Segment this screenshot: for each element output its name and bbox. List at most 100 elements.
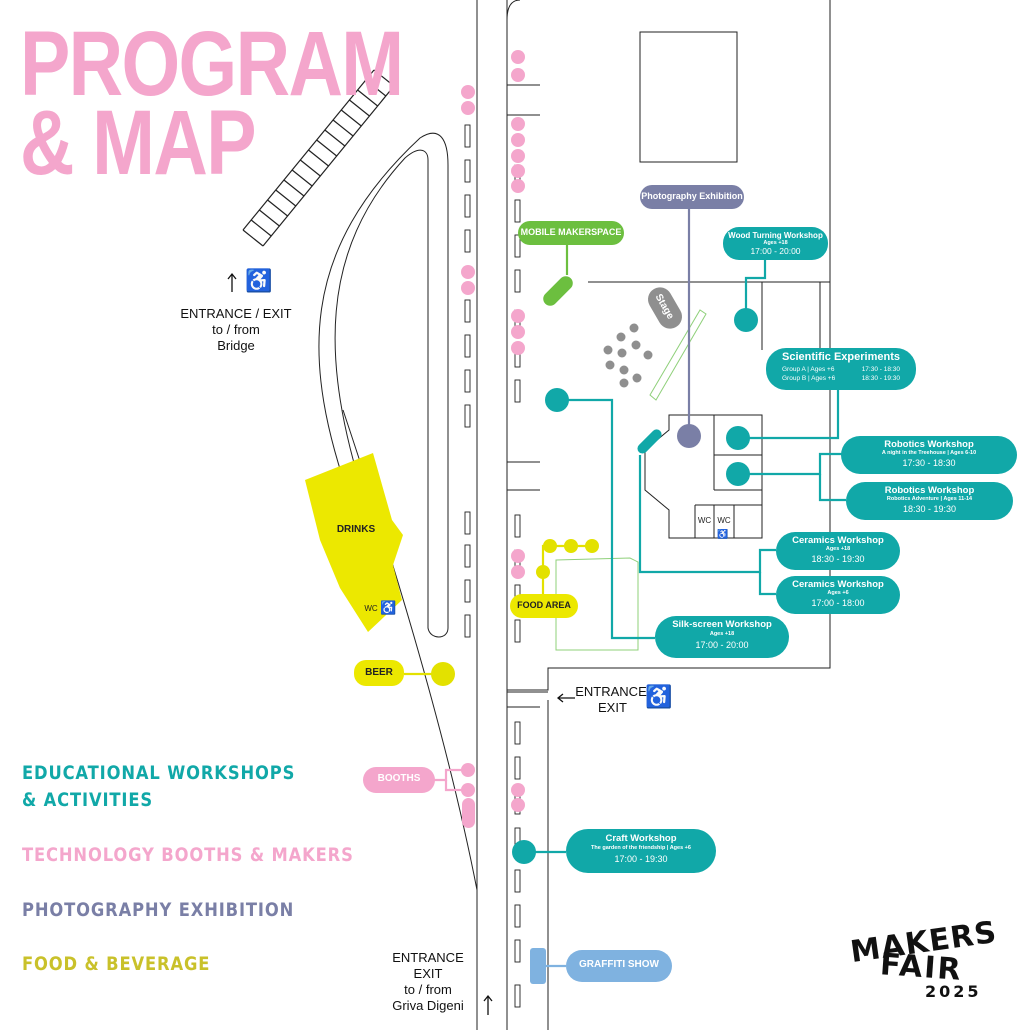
parking-slot bbox=[464, 229, 471, 253]
stair-rung bbox=[316, 139, 338, 157]
compound-outline bbox=[506, 0, 831, 1030]
booth-dot bbox=[511, 549, 525, 563]
entrance-side-line1: ENTRANCE bbox=[575, 684, 647, 699]
parking-slot bbox=[514, 721, 521, 745]
accessibility-icon: ♿ bbox=[245, 268, 273, 293]
bridge-stairs bbox=[242, 69, 395, 247]
parking-slot bbox=[464, 124, 471, 148]
parking-slot bbox=[514, 869, 521, 893]
stage-seat-dot bbox=[617, 348, 627, 358]
stage-seat-dot bbox=[631, 340, 641, 350]
entrance-bridge-line1: ENTRANCE / EXIT bbox=[180, 306, 292, 321]
entrance-bridge-line3: Bridge bbox=[217, 338, 255, 353]
booth-bar bbox=[462, 798, 475, 828]
entrance-griva-line3: to / from bbox=[404, 982, 452, 997]
workshop-spots bbox=[512, 308, 758, 864]
parking-slot bbox=[514, 939, 521, 963]
event-time: 17:00 - 20:00 bbox=[695, 640, 749, 650]
stair-rung bbox=[267, 199, 288, 217]
parking-slot bbox=[514, 269, 521, 293]
stair-rung bbox=[365, 79, 387, 97]
stage-seat-dot bbox=[619, 378, 629, 388]
stage-seating-dots bbox=[603, 323, 653, 388]
booth-dot bbox=[511, 798, 525, 812]
group-b-time: 18:30 - 19:30 bbox=[861, 375, 900, 382]
parking-slot bbox=[514, 984, 521, 1008]
label-pills bbox=[354, 185, 1017, 982]
parking-slot bbox=[464, 614, 471, 638]
stage-seat-dot bbox=[605, 360, 615, 370]
wc1-label: WC bbox=[697, 516, 712, 525]
parking-slot bbox=[464, 404, 471, 428]
event-title: Craft Workshop bbox=[605, 833, 677, 844]
event-time: 17:00 - 20:00 bbox=[750, 246, 801, 256]
graffiti-wall bbox=[530, 948, 546, 984]
stair-rung bbox=[275, 189, 297, 207]
parking-slot bbox=[464, 579, 471, 603]
parking-slot bbox=[464, 299, 471, 323]
group-a-label: Group A | Ages +6 bbox=[782, 366, 835, 373]
event-time: 17:00 - 18:00 bbox=[811, 598, 865, 608]
booth-dot bbox=[511, 179, 525, 193]
booth-dot bbox=[511, 341, 525, 355]
event-time: 17:00 - 19:30 bbox=[614, 854, 668, 864]
stair-rung bbox=[242, 229, 264, 247]
event-subtitle: The garden of the friendship | Ages +6 bbox=[591, 845, 691, 851]
event-title: Robotics Workshop bbox=[884, 485, 975, 496]
ceramics1-event: Ceramics Workshop Ages +18 18:30 - 19:30 bbox=[776, 535, 900, 565]
booth-dots bbox=[461, 50, 525, 828]
entrance-griva-line4: Griva Digeni bbox=[392, 998, 464, 1013]
parking-slot bbox=[464, 544, 471, 568]
drinks-building bbox=[305, 453, 403, 632]
event-ages: Ages +18 bbox=[763, 240, 788, 246]
booth-dot bbox=[461, 101, 475, 115]
wc2-label: WC bbox=[717, 516, 731, 525]
beer-spot bbox=[431, 662, 455, 686]
drinks-label: DRINKS bbox=[336, 524, 376, 535]
parking-slot bbox=[514, 904, 521, 928]
teal-bar bbox=[637, 429, 662, 454]
scientific-event: Scientific Experiments Group A | Ages +6… bbox=[766, 351, 916, 383]
page-title: PROGRAM bbox=[20, 13, 404, 115]
booth-dot bbox=[511, 117, 525, 131]
photography-exhibition-label: Photography Exhibition bbox=[641, 191, 743, 201]
accessibility-icon: ♿ bbox=[380, 600, 397, 615]
booth-dot bbox=[511, 164, 525, 178]
legend-booths: TECHNOLOGY BOOTHS & MAKERS bbox=[22, 844, 354, 866]
event-ages: Ages +6 bbox=[827, 590, 849, 596]
event-title: Ceramics Workshop bbox=[792, 535, 884, 546]
group-a-time: 17:30 - 18:30 bbox=[861, 366, 900, 373]
graffiti-label: GRAFFITI SHOW bbox=[579, 959, 659, 970]
entrance-bridge: ENTRANCE / EXIT to / from Bridge bbox=[176, 306, 296, 354]
parking-slot bbox=[464, 511, 471, 535]
booth-dot bbox=[461, 281, 475, 295]
legend-photography: PHOTOGRAPHY EXHIBITION bbox=[22, 899, 295, 921]
booth-dot bbox=[461, 265, 475, 279]
booth-dot bbox=[511, 565, 525, 579]
stage-seat-dot bbox=[616, 332, 626, 342]
robotics1-event: Robotics Workshop A night in the Treehou… bbox=[841, 439, 1017, 469]
stair-rung bbox=[340, 109, 362, 127]
logo-year: 2025 bbox=[925, 982, 982, 1001]
food-dots bbox=[536, 539, 599, 579]
stair-rung bbox=[250, 219, 272, 237]
accessibility-icon: ♿ bbox=[645, 684, 673, 709]
stage-seat-dot bbox=[603, 345, 613, 355]
beer-label: BEER bbox=[365, 667, 393, 678]
stair-rung bbox=[373, 69, 395, 87]
entrance-griva-line1: ENTRANCE bbox=[392, 950, 464, 965]
photography-spot bbox=[677, 424, 701, 448]
stair-rung bbox=[324, 129, 346, 147]
booth-dot bbox=[511, 149, 525, 163]
booth-dot bbox=[511, 68, 525, 82]
parking-slot bbox=[514, 199, 521, 223]
booth-dot bbox=[511, 325, 525, 339]
event-title: Ceramics Workshop bbox=[792, 579, 884, 590]
legend-workshops: EDUCATIONAL WORKSHOPS & ACTIVITIES bbox=[22, 762, 296, 811]
entrance-side-line2: EXIT bbox=[598, 700, 627, 715]
stage-seat-dot bbox=[643, 350, 653, 360]
event-title: Scientific Experiments bbox=[782, 351, 900, 363]
stair-rung bbox=[308, 149, 329, 167]
parking-slot bbox=[514, 379, 521, 403]
parking-slot bbox=[514, 619, 521, 643]
